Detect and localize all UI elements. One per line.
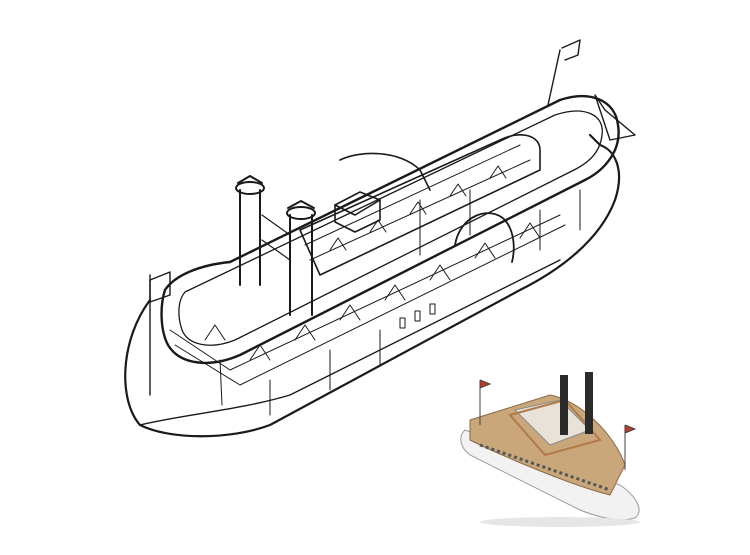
- deck-inner-line: [178, 110, 603, 346]
- hull-lower-line: [139, 259, 561, 426]
- upper-cabin: [299, 134, 541, 276]
- model-flag-stern: [624, 424, 637, 470]
- model-stack-right: [585, 372, 593, 434]
- cabin-windows: [399, 303, 436, 329]
- deck-posts: [219, 189, 581, 416]
- model-flag-bow: [479, 379, 492, 425]
- smokestacks: [235, 175, 316, 316]
- hull-outline: [124, 133, 620, 438]
- lower-deck-railing: [169, 214, 566, 386]
- main-deck-outline: [160, 95, 620, 365]
- model-stack-left: [560, 375, 568, 435]
- paddle-wheel-housing: [454, 212, 515, 263]
- steamboat-model-photo: [460, 372, 640, 527]
- model-roof-trim: [508, 398, 602, 457]
- stern-mast: [547, 39, 636, 141]
- pilot-house: [334, 152, 431, 233]
- bow-flag: [149, 271, 171, 396]
- model-shadow: [480, 517, 640, 527]
- model-window-band: [479, 443, 611, 492]
